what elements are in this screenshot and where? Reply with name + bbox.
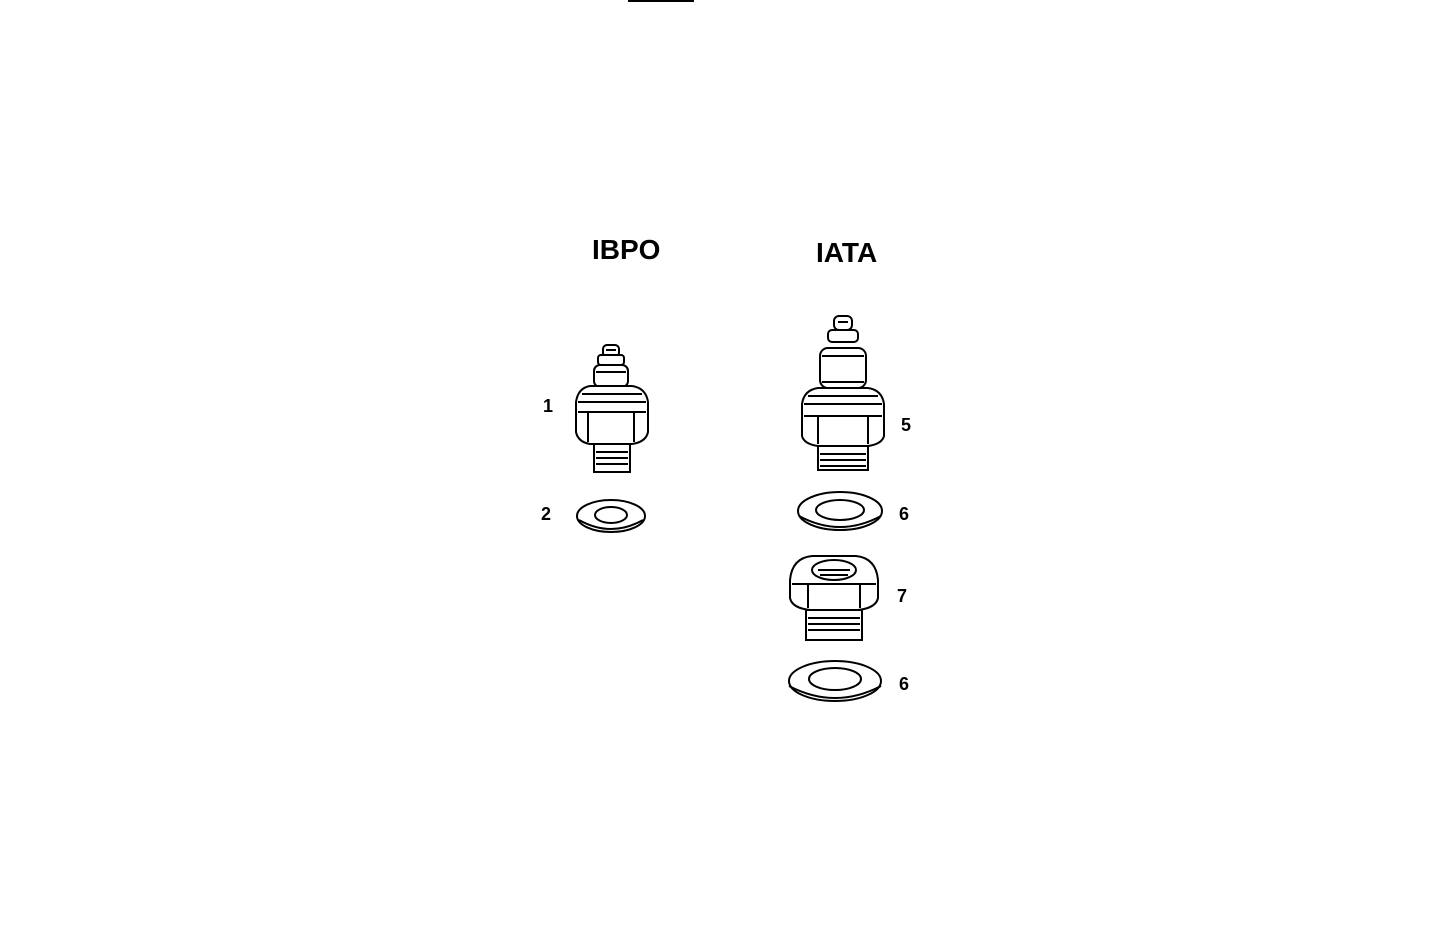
- sensor-switch-small-icon: [575, 344, 649, 473]
- callout-6-lower: 6: [899, 674, 910, 694]
- sensor-switch-large-icon: [801, 315, 885, 471]
- adapter-fitting-icon: [789, 555, 879, 641]
- scan-artifact-line: [628, 0, 694, 2]
- washer-icon: [788, 660, 882, 702]
- column-title-ibpo: IBPO: [592, 234, 661, 265]
- washer-icon: [576, 499, 646, 533]
- callout-1: 1: [543, 396, 554, 416]
- callout-6-upper: 6: [899, 504, 910, 524]
- callout-2: 2: [541, 504, 552, 524]
- washer-icon: [797, 491, 883, 531]
- callout-7: 7: [897, 586, 908, 606]
- callout-5: 5: [901, 415, 912, 435]
- column-title-iata: IATA: [816, 237, 878, 268]
